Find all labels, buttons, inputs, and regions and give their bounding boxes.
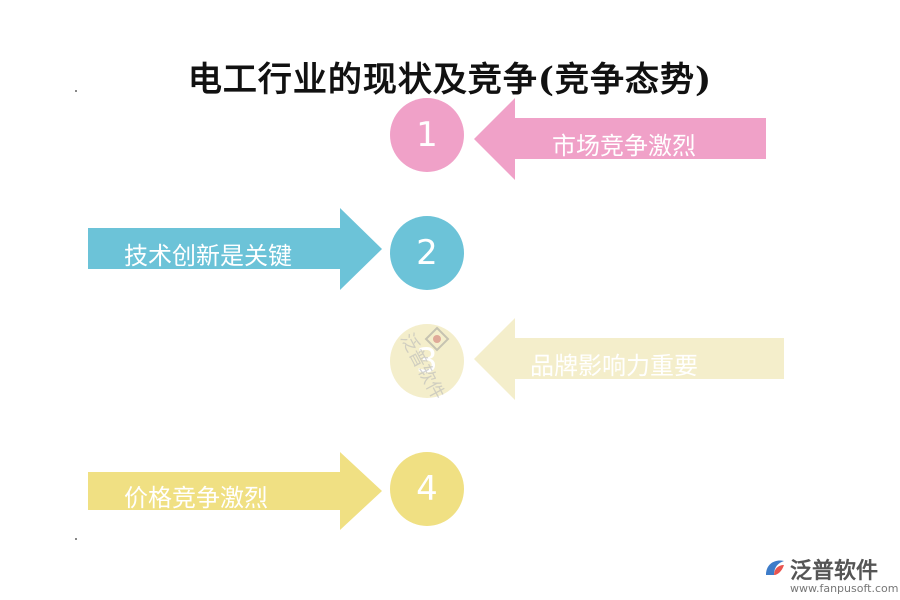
arrow-left-1	[474, 98, 766, 180]
number-circle-4: 4	[390, 452, 464, 526]
brand-badge[interactable]: 泛普软件 www.fanpusoft.com	[760, 553, 900, 600]
corner-mark	[75, 538, 77, 540]
page-title: 电工行业的现状及竞争(竞争态势)	[187, 60, 713, 100]
item-label-4: 价格竞争激烈	[124, 484, 268, 512]
brand-name: 泛普软件	[790, 559, 879, 584]
watermark-logo-icon	[424, 326, 450, 352]
corner-mark	[75, 90, 77, 92]
number-circle-2: 2	[390, 216, 464, 290]
brand-url[interactable]: www.fanpusoft.com	[790, 582, 899, 595]
number-circle-1: 1	[390, 98, 464, 172]
number-circle-3: 3	[390, 324, 464, 398]
item-label-3: 品牌影响力重要	[530, 352, 698, 380]
fanpu-logo-icon	[766, 560, 784, 575]
item-label-2: 技术创新是关键	[124, 242, 292, 270]
arrow-right-4	[88, 452, 382, 530]
item-label-1: 市场竞争激烈	[552, 132, 696, 160]
arrow-left-3	[474, 318, 784, 400]
arrow-right-2	[88, 208, 382, 290]
